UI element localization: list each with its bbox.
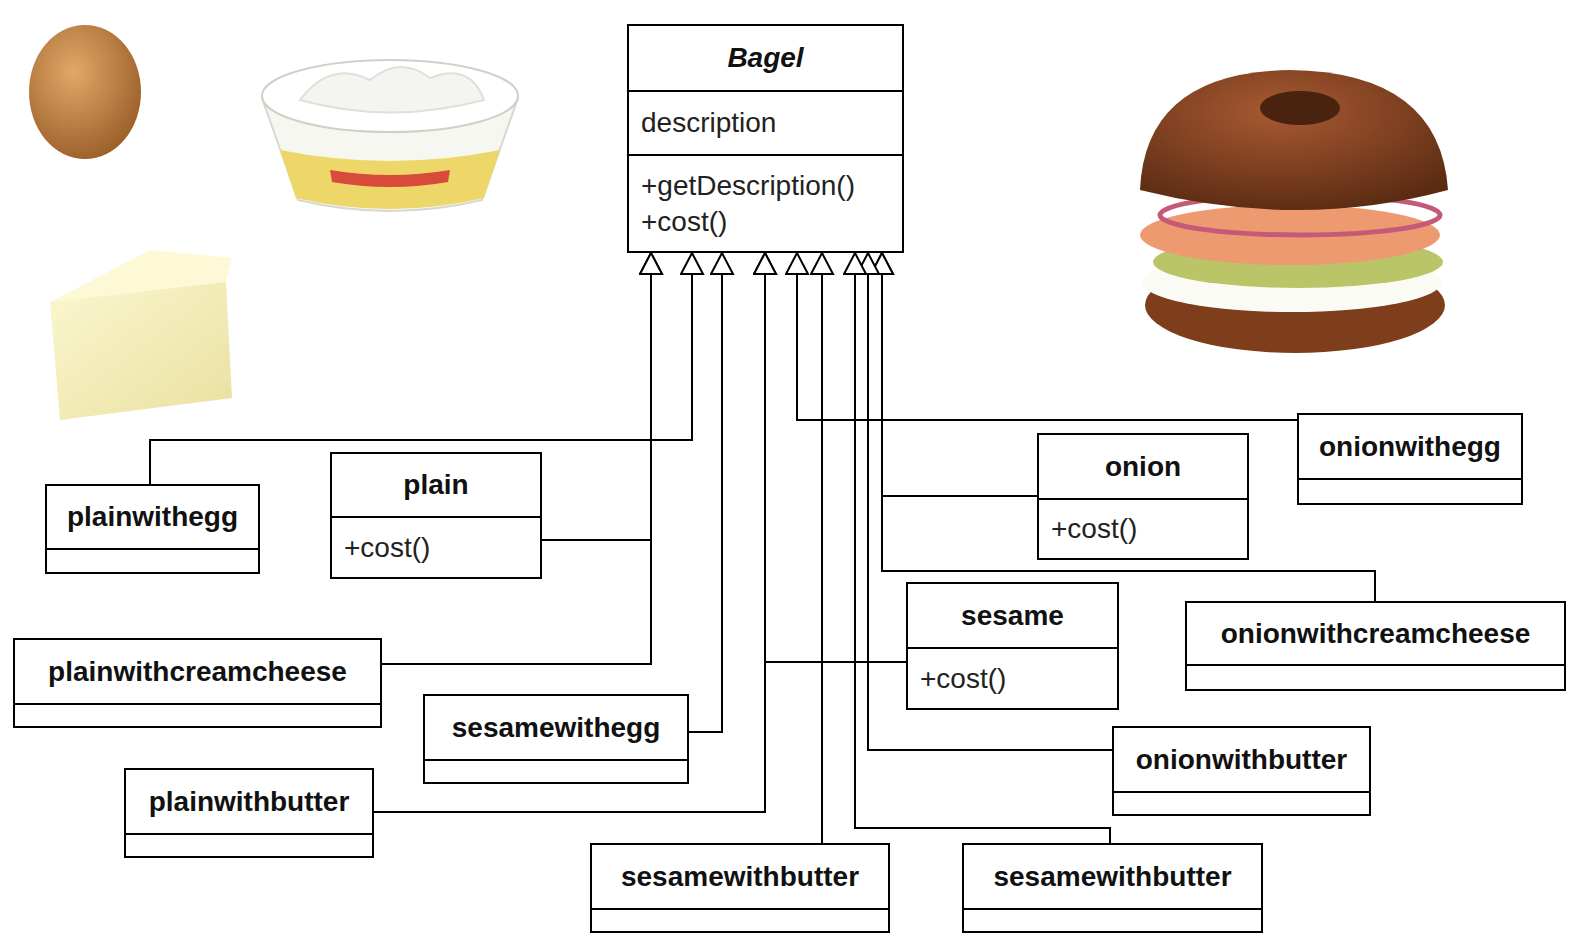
class-member: description — [641, 105, 776, 141]
class-member-compartment: description — [629, 90, 902, 154]
class-box: onionwithcreamcheese — [1185, 601, 1566, 691]
class-box: plainwithegg — [45, 484, 260, 574]
class-member-compartment: +cost() — [1039, 498, 1247, 558]
class-member: +cost() — [641, 204, 727, 240]
class-member: +cost() — [1051, 511, 1137, 547]
class-member-compartment — [15, 703, 380, 726]
class-member: +cost() — [920, 661, 1006, 697]
class-box: plain +cost() — [330, 452, 542, 579]
class-box: plainwithbutter — [124, 768, 374, 858]
class-name: sesamewithbutter — [621, 859, 859, 895]
class-member-compartment — [1187, 664, 1564, 689]
bagel-sandwich-picture — [1140, 70, 1448, 353]
class-name: plainwithcreamcheese — [48, 654, 347, 690]
class-name-compartment: onionwithegg — [1299, 415, 1521, 478]
tub-label-band — [330, 170, 450, 187]
class-name: onion — [1105, 449, 1181, 485]
class-member-compartment: +cost() — [332, 516, 540, 577]
class-name-compartment: plainwithbutter — [126, 770, 372, 833]
class-name: onionwithbutter — [1136, 742, 1348, 778]
class-box: sesamewithbutter — [962, 843, 1263, 933]
butter-front — [50, 282, 232, 420]
generalization-arrow — [542, 253, 651, 540]
class-name: plain — [403, 467, 468, 503]
class-member-compartment — [47, 548, 258, 572]
class-name: onionwithcreamcheese — [1221, 616, 1531, 652]
class-name: plainwithegg — [67, 499, 238, 535]
class-name-compartment: Bagel — [629, 26, 902, 90]
class-name-compartment: sesamewithbutter — [592, 845, 888, 908]
class-member-compartment — [1299, 478, 1521, 503]
class-member: +cost() — [344, 530, 430, 566]
class-box: sesamewithegg — [423, 694, 689, 784]
class-box: plainwithcreamcheese — [13, 638, 382, 728]
generalization-arrow — [821, 253, 823, 843]
bun-hole — [1260, 91, 1340, 125]
class-name-compartment: onion — [1039, 435, 1247, 498]
class-box: sesame +cost() — [906, 582, 1119, 710]
class-member-compartment: +cost() — [908, 647, 1117, 708]
class-name-compartment: onionwithcreamcheese — [1187, 603, 1564, 664]
tub-label — [280, 150, 500, 209]
cream-cheese-picture — [262, 60, 518, 211]
tub-rim — [262, 60, 518, 132]
generalization-arrow — [882, 253, 1037, 496]
class-box: onionwithbutter — [1112, 726, 1371, 816]
class-box: sesamewithbutter — [590, 843, 890, 933]
cream — [300, 67, 484, 113]
class-name-compartment: onionwithbutter — [1114, 728, 1369, 791]
class-name-compartment: sesame — [908, 584, 1117, 647]
class-member-compartment — [425, 759, 687, 782]
class-member-compartment: +getDescription()+cost() — [629, 154, 902, 251]
class-name: sesamewithbutter — [993, 859, 1231, 895]
class-member: +getDescription() — [641, 168, 855, 204]
egg-shell — [29, 25, 141, 159]
class-member-compartment — [964, 908, 1261, 931]
class-name: sesame — [961, 598, 1064, 634]
bun-top — [1140, 70, 1448, 210]
class-member-compartment — [592, 908, 888, 931]
class-name-compartment: plainwithcreamcheese — [15, 640, 380, 703]
abstract-class-box: Bagel description +getDescription()+cost() — [627, 24, 904, 253]
class-name-compartment: sesamewithegg — [425, 696, 687, 759]
butter-picture — [50, 250, 232, 420]
generalization-arrow — [150, 253, 692, 484]
class-name: plainwithbutter — [149, 784, 350, 820]
class-name: sesamewithegg — [452, 710, 661, 746]
egg-picture — [29, 25, 141, 159]
class-name-compartment: plain — [332, 454, 540, 516]
class-name-compartment: sesamewithbutter — [964, 845, 1261, 908]
class-name: Bagel — [727, 40, 803, 76]
class-name-compartment: plainwithegg — [47, 486, 258, 548]
class-box: onion +cost() — [1037, 433, 1249, 560]
generalization-arrow — [765, 253, 906, 662]
generalization-arrow — [797, 253, 1297, 420]
class-member-compartment — [126, 833, 372, 856]
class-member-compartment — [1114, 791, 1369, 814]
class-name: onionwithegg — [1319, 429, 1501, 465]
generalization-arrow — [689, 253, 722, 732]
class-box: onionwithegg — [1297, 413, 1523, 505]
